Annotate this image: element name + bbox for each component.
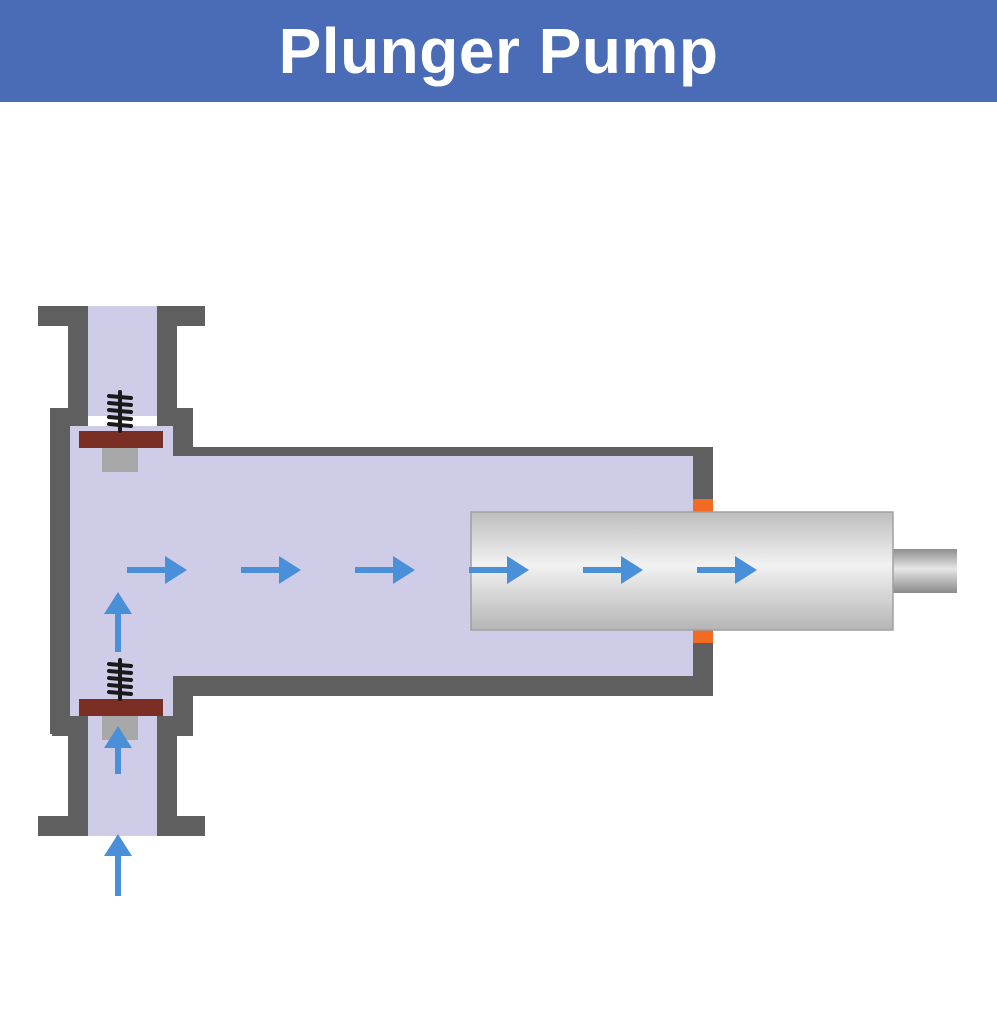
- flow-arrow: [469, 556, 529, 584]
- flow-arrows: [104, 556, 757, 896]
- suction-valve: [79, 658, 163, 740]
- discharge-valve: [79, 390, 163, 472]
- flow-arrow: [583, 556, 643, 584]
- flow-arrow: [241, 556, 301, 584]
- flow-arrow: [355, 556, 415, 584]
- suction-valve-disc: [79, 699, 163, 716]
- flow-arrow: [104, 834, 132, 896]
- discharge-valve-seat: [102, 448, 138, 472]
- discharge-valve-disc: [79, 431, 163, 448]
- seal: [693, 499, 713, 643]
- discharge-valve-spring: [107, 390, 133, 433]
- title-banner: Plunger Pump: [0, 0, 997, 102]
- plunger: [470, 511, 894, 631]
- pump-casing: [38, 306, 713, 836]
- fluid-chamber: [70, 306, 693, 836]
- plunger-rod: [893, 549, 957, 593]
- suction-valve-spring: [107, 658, 133, 701]
- flow-arrow: [127, 556, 187, 584]
- page-title: Plunger Pump: [278, 15, 719, 87]
- flow-arrow: [697, 556, 757, 584]
- flow-arrow: [104, 592, 132, 652]
- flow-arrow: [104, 726, 132, 774]
